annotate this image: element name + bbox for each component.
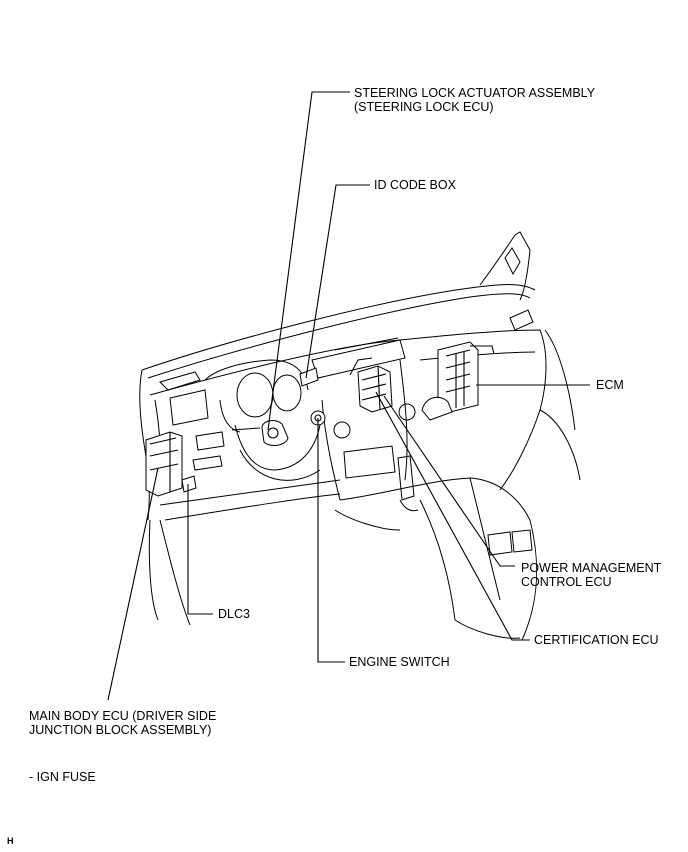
ecm-label: ECM <box>596 378 624 392</box>
main-body-ecu-label-line2: JUNCTION BLOCK ASSEMBLY) <box>29 723 212 737</box>
main-body-ecu-label-line1: MAIN BODY ECU (DRIVER SIDE <box>29 709 217 723</box>
certification-ecu-part <box>357 365 393 413</box>
leader-lines <box>107 91 590 701</box>
dlc3-label: DLC3 <box>218 607 250 621</box>
steering-lock-label-line2: (STEERING LOCK ECU) <box>354 100 494 114</box>
steering-lock-label-line1: STEERING LOCK ACTUATOR ASSEMBLY <box>354 86 596 100</box>
ecm-part <box>421 341 495 421</box>
id-code-box-part <box>299 367 319 387</box>
ign-fuse-label: - IGN FUSE <box>29 770 96 784</box>
steering-lock-part <box>261 420 289 446</box>
main-body-ecu-part <box>145 431 183 497</box>
dlc3-part <box>181 475 197 493</box>
power-management-label-line1: POWER MANAGEMENT <box>521 561 662 575</box>
id-code-box-label: ID CODE BOX <box>374 178 456 192</box>
components <box>145 341 495 497</box>
corner-mark: H <box>7 836 14 846</box>
engine-switch-label: ENGINE SWITCH <box>349 655 450 669</box>
dashboard-outline <box>139 231 581 641</box>
certification-ecu-label: CERTIFICATION ECU <box>534 633 659 647</box>
power-management-label-line2: CONTROL ECU <box>521 575 612 589</box>
